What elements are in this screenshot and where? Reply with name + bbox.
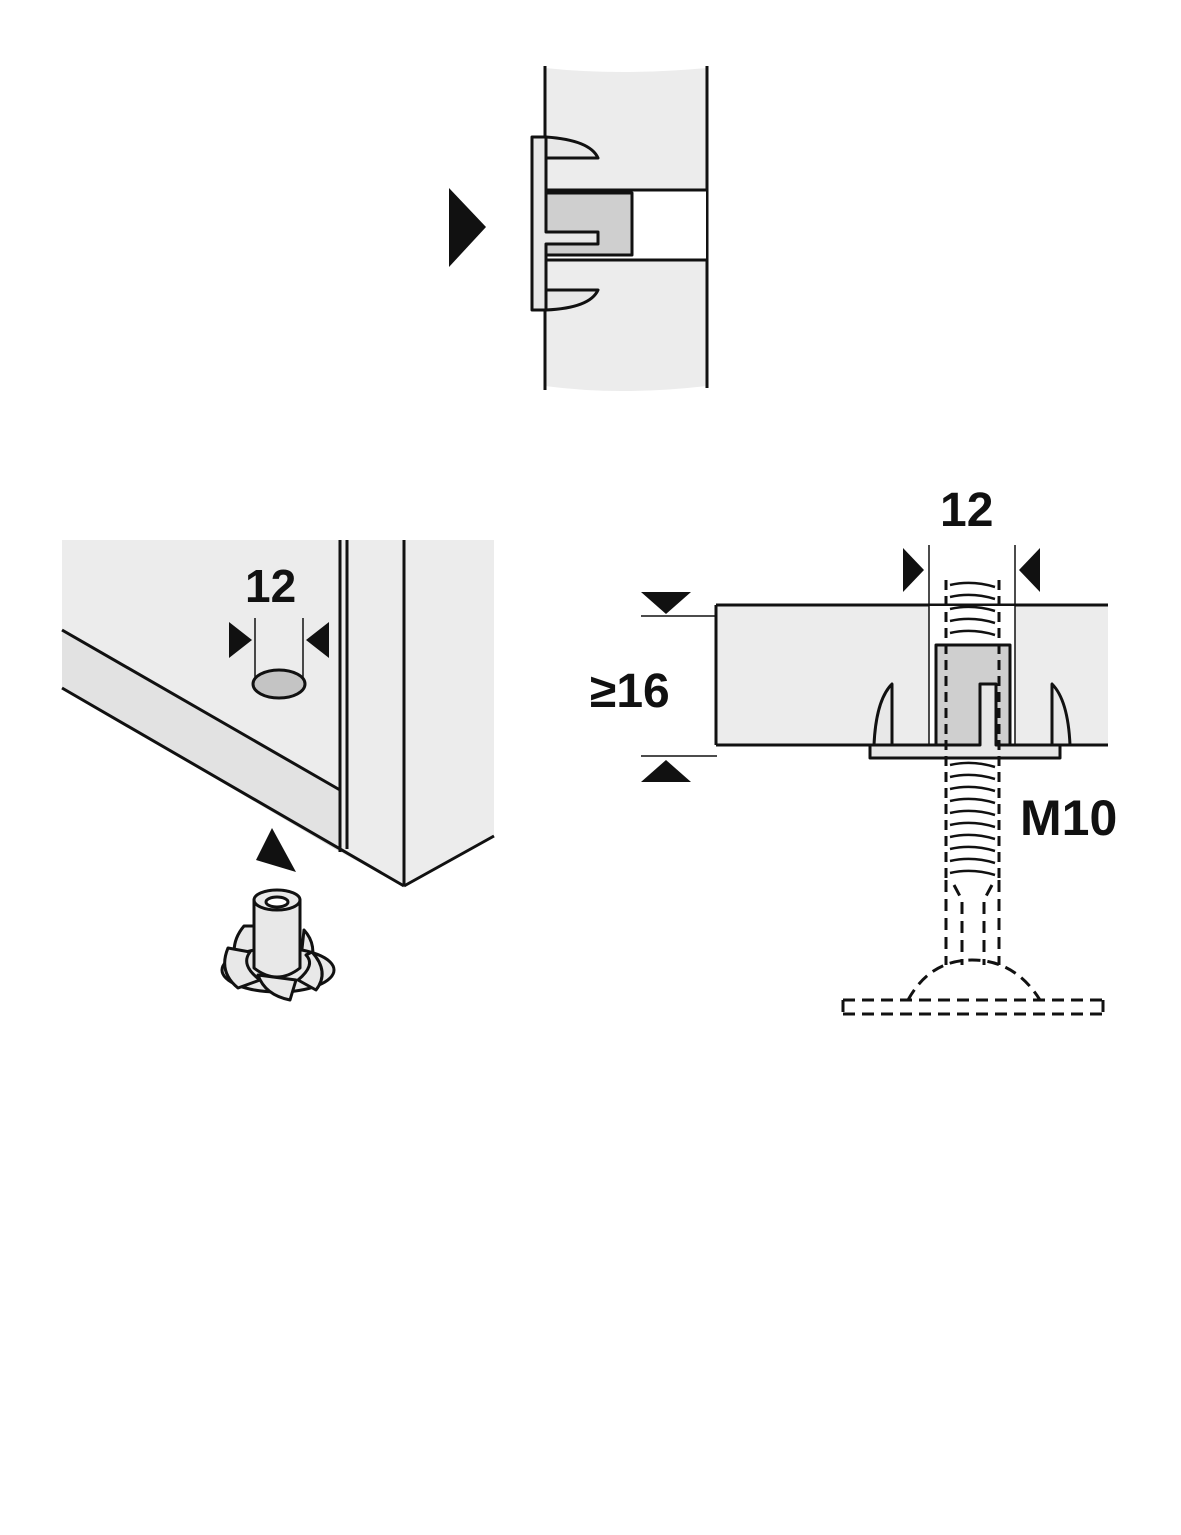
top-prong-upper — [544, 135, 600, 160]
hole-dim-arrow-right — [306, 622, 329, 658]
thickness-dim-arrow-top — [641, 592, 691, 614]
thread-line — [949, 785, 996, 793]
thread-line — [949, 833, 996, 841]
thread-line — [949, 605, 996, 613]
thread-line — [949, 845, 996, 853]
thread-hatching — [949, 581, 996, 877]
thickness-dim-arrow-bottom — [641, 760, 691, 782]
insert-flange — [868, 682, 1062, 760]
thread-line — [949, 617, 996, 625]
top-insert-section — [530, 66, 709, 391]
thread-line — [949, 761, 996, 769]
levelling-foot — [841, 880, 1105, 1016]
insertion-direction-arrow — [256, 828, 296, 872]
thread-line — [949, 581, 996, 589]
prong-right — [1050, 682, 1072, 747]
top-insert-direction-arrow — [449, 188, 486, 267]
thread-line — [949, 593, 996, 601]
thread-line — [949, 797, 996, 805]
thread-line — [949, 773, 996, 781]
tee-nut-icon — [220, 888, 336, 1002]
top-prong-lower — [544, 288, 600, 312]
prong-left — [872, 682, 894, 747]
width-dim-arrow-left — [903, 548, 924, 592]
cabinet-bottom-panel — [62, 540, 494, 886]
thread-line — [949, 869, 996, 877]
panel-thickness-label: ≥16 — [590, 665, 670, 718]
hole-diameter-label: 12 — [245, 560, 297, 612]
bore-width-label: 12 — [940, 484, 994, 537]
cabinet-corner-view — [61, 540, 495, 888]
thread-line — [949, 809, 996, 817]
drill-hole — [251, 668, 307, 700]
thread-size-label: M10 — [1020, 790, 1118, 846]
cabinet-front-edge — [62, 630, 340, 852]
top-insert-body — [544, 191, 634, 257]
top-insert-flange — [530, 135, 600, 312]
threaded-rod — [944, 580, 1001, 880]
hole-dim-arrow-left — [229, 622, 252, 658]
width-dim-arrow-right — [1019, 548, 1040, 592]
panel-cross-section — [716, 605, 1108, 745]
thread-line — [949, 629, 996, 637]
thread-line — [949, 857, 996, 865]
thread-line — [949, 821, 996, 829]
